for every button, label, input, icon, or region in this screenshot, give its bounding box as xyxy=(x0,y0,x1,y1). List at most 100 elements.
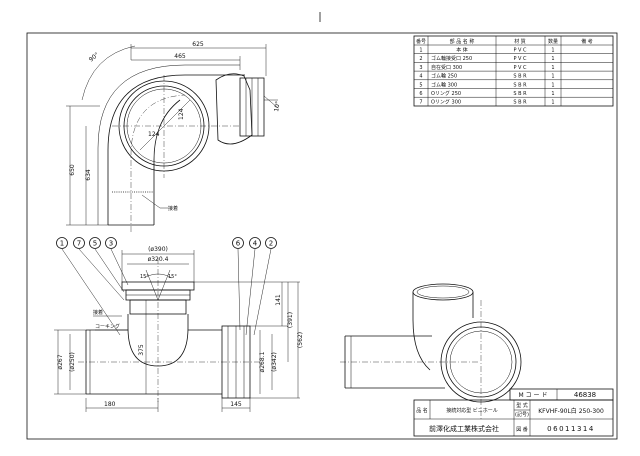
model-value: KFVHF-90L白 250-300 xyxy=(538,407,604,415)
row-material: P V C xyxy=(513,56,527,62)
dim-124-a: 124 xyxy=(178,108,185,120)
dim-250: (ø250) xyxy=(69,352,76,372)
dim-650: 650 xyxy=(69,164,76,176)
row-qty: 1 xyxy=(551,74,554,80)
callout-6: 6 xyxy=(236,240,241,248)
callout-4: 4 xyxy=(253,240,258,248)
title-block: M コ ー ド 46838 品 名 接続対応型 ビニホール 型 式 (記号) K… xyxy=(413,388,614,437)
row-name: ゴム輪 250 xyxy=(431,73,457,80)
callout-2: 2 xyxy=(269,240,273,248)
header-note: 備 考 xyxy=(581,38,593,45)
name-label: 品 名 xyxy=(416,407,428,414)
header-qty: 数量 xyxy=(548,38,558,45)
row-material: P V C xyxy=(513,48,527,54)
label-adhesive-top: 接着 xyxy=(168,205,178,212)
row-material: S B R xyxy=(513,74,527,80)
dim-375: 375 xyxy=(138,344,145,356)
row-name: 自在受口 300 xyxy=(431,64,462,71)
table-row: 4 ゴム輪 250 S B R 1 xyxy=(419,73,554,80)
row-qty: 1 xyxy=(551,48,554,54)
dim-320: ø320.4 xyxy=(148,256,169,263)
row-name: Oリング 300 xyxy=(431,99,461,106)
top-view: 625 465 90° 10° 124 124 650 634 接着 xyxy=(66,41,282,232)
row-material: S B R xyxy=(513,100,527,106)
dim-124-b: 124 xyxy=(148,131,160,138)
row-material: S B R xyxy=(513,82,527,88)
code-value: 46838 xyxy=(574,391,596,399)
parts-table: 番号 部 品 名 称 材 質 数量 備 考 1 本 体 P V C 1 ゴム輪接… xyxy=(413,35,614,107)
row-name: 本 体 xyxy=(456,47,468,54)
callout-group-right: 6 4 2 xyxy=(232,237,277,249)
socket-body xyxy=(215,73,253,145)
row-no: 6 xyxy=(419,91,422,97)
row-qty: 1 xyxy=(551,65,554,71)
header-material: 材 質 xyxy=(514,38,526,45)
side-view xyxy=(340,283,522,420)
angle-90: 90° xyxy=(88,51,101,63)
row-name: Oリング 250 xyxy=(431,90,461,97)
row-qty: 1 xyxy=(551,91,554,97)
dim-145: 145 xyxy=(230,401,242,408)
title-box xyxy=(413,399,614,437)
side-top-opening xyxy=(412,283,474,301)
elbow-inner-wall xyxy=(153,99,181,225)
row-no: 7 xyxy=(419,100,422,106)
callout-group-left: 1 7 5 3 xyxy=(56,237,117,249)
drawing-no-label: 図 番 xyxy=(516,426,528,433)
callout-5: 5 xyxy=(93,240,97,248)
header-no: 番号 xyxy=(416,38,426,45)
dim-562: (562) xyxy=(297,332,304,348)
label-adhesive-front: 接着 xyxy=(93,309,103,316)
side-socket-outer xyxy=(440,321,522,403)
dim-267: ø267 xyxy=(57,354,64,369)
row-no: 2 xyxy=(419,56,422,62)
table-row: 7 Oリング 300 S B R 1 xyxy=(419,99,554,106)
table-row: 6 Oリング 250 S B R 1 xyxy=(419,90,554,97)
row-qty: 1 xyxy=(551,82,554,88)
row-material: P V C xyxy=(513,65,527,71)
elbow-outer-wall xyxy=(107,74,245,225)
label-caulking: コーキング xyxy=(95,323,120,330)
row-name: ゴム輪 300 xyxy=(431,81,457,88)
model-label: 型 式 xyxy=(516,402,528,409)
dim-625: 625 xyxy=(192,41,204,48)
dim-180: 180 xyxy=(104,401,116,408)
drawing-frame xyxy=(26,32,618,440)
row-qty: 1 xyxy=(551,56,554,62)
dim-465: 465 xyxy=(174,53,186,60)
callout-1: 1 xyxy=(60,240,64,248)
angle-15-left: 15° xyxy=(140,274,149,280)
table-row: 3 自在受口 300 P V C 1 xyxy=(419,64,554,71)
code-label: M コ ー ド xyxy=(519,392,548,399)
dim-390: (ø390) xyxy=(148,246,168,253)
name-value: 接続対応型 ビニホール xyxy=(446,407,498,414)
dim-342: (ø342) xyxy=(271,352,278,372)
angle-10: 10° xyxy=(273,101,282,113)
dim-391: (391) xyxy=(287,312,294,328)
row-material: S B R xyxy=(513,91,527,97)
row-no: 5 xyxy=(419,82,422,88)
callout-7: 7 xyxy=(77,240,81,248)
model-label-sub: (記号) xyxy=(515,411,529,418)
row-no: 4 xyxy=(419,74,422,80)
table-row: 1 本 体 P V C 1 xyxy=(419,47,554,54)
callout-3: 3 xyxy=(109,240,113,248)
header-name: 部 品 名 称 xyxy=(450,38,475,45)
side-socket-inner xyxy=(449,330,513,394)
row-no: 3 xyxy=(419,65,422,71)
drawing-no-value: 06011314 xyxy=(547,425,595,433)
dim-268: ø268.1 xyxy=(259,351,266,372)
table-row: 5 ゴム輪 300 S B R 1 xyxy=(419,81,554,88)
angle-15-right: 15° xyxy=(168,274,177,280)
table-row: ゴム輪接受口 250 2 P V C 1 xyxy=(419,55,554,62)
company-name: 前澤化成工業株式会社 xyxy=(429,424,499,433)
row-qty: 1 xyxy=(551,100,554,106)
dim-634: 634 xyxy=(85,169,92,181)
side-socket-mid xyxy=(445,326,517,398)
row-no: 1 xyxy=(419,48,422,54)
dim-141: 141 xyxy=(275,294,282,306)
front-view: 1 7 5 3 6 4 2 xyxy=(54,237,304,412)
row-name: ゴム輪接受口 250 xyxy=(431,55,472,62)
